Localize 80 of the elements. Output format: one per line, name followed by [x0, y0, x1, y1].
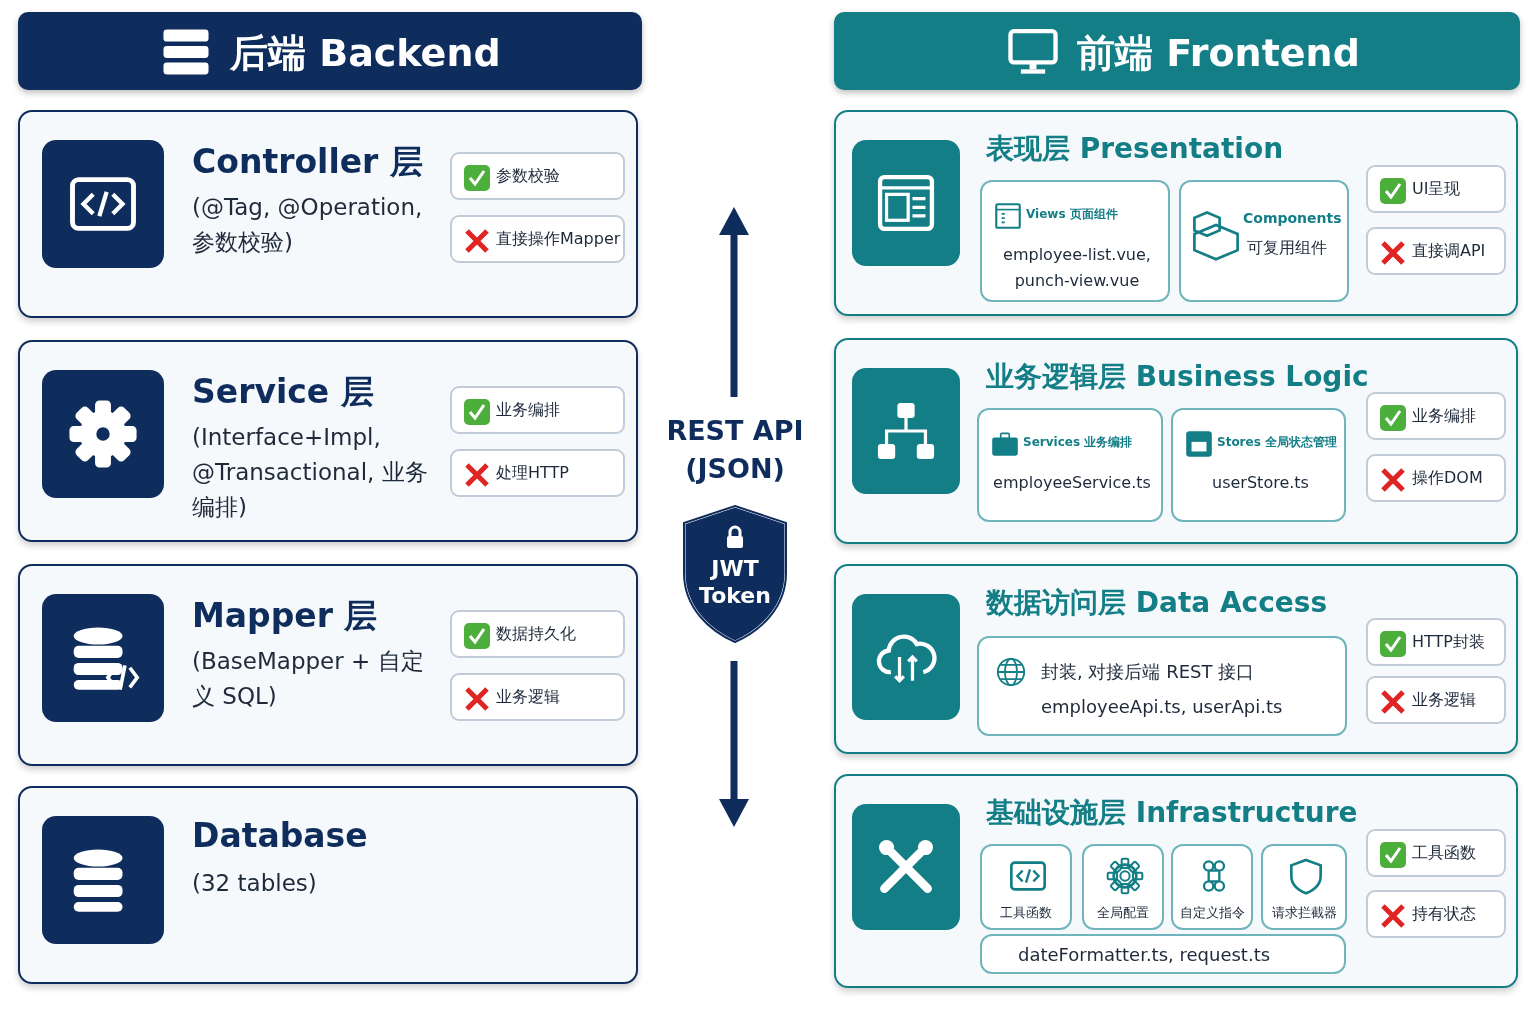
file-list-box [980, 934, 1346, 974]
layer-card [834, 110, 1518, 316]
forbidden-tag [1366, 890, 1506, 938]
module-tile [1171, 844, 1253, 930]
tag-text: 持有状态 [1412, 904, 1476, 925]
tag-text: 业务编排 [496, 400, 560, 421]
module-tile [1261, 844, 1347, 930]
tag-text: 业务逻辑 [496, 687, 560, 708]
tag-text: 直接操作Mapper [496, 229, 621, 250]
column-title: 前端 Frontend [1077, 30, 1360, 77]
tile-label: 工具函数 [999, 904, 1053, 922]
allowed-tag [1366, 618, 1506, 666]
module-card [977, 636, 1347, 736]
forbidden-tag [1366, 676, 1506, 724]
layer-card [834, 774, 1518, 988]
allowed-tag [450, 152, 625, 200]
module-title: Services 业务编排 [1023, 434, 1133, 451]
allowed-tag [1366, 392, 1506, 440]
file-names: employeeService.ts [992, 472, 1152, 494]
column-header [834, 12, 1520, 90]
layer-title: 业务逻辑层 Business Logic [986, 359, 1369, 395]
module-card [1171, 408, 1346, 522]
module-description: 可复用组件 [1247, 238, 1327, 259]
module-card [977, 408, 1163, 522]
layer-title: 数据访问层 Data Access [986, 585, 1328, 621]
jwt-shield [680, 503, 790, 645]
layer-card [834, 564, 1518, 754]
layer-title: 基础设施层 Infrastructure [986, 795, 1358, 831]
file-names: employee-list.vue, punch-view.vue [1002, 244, 1152, 292]
forbidden-tag [1366, 227, 1506, 275]
tag-text: 直接调API [1412, 241, 1486, 262]
module-card [1179, 180, 1349, 302]
layer-title: Service 层 [192, 371, 374, 413]
tile-label: 全局配置 [1096, 904, 1150, 922]
forbidden-tag [450, 673, 625, 721]
tile-label: 自定义指令 [1178, 904, 1246, 922]
allowed-tag [1366, 829, 1506, 877]
module-title: 封装, 对接后端 REST 接口 [1041, 660, 1255, 684]
file-names: userStore.ts [1211, 472, 1310, 494]
tile-label: 请求拦截器 [1270, 904, 1338, 922]
file-names: dateFormatter.ts, request.ts [1018, 944, 1271, 965]
tag-text: 工具函数 [1412, 843, 1476, 864]
layer-description: (BaseMapper + 自定义 SQL) [192, 647, 425, 711]
forbidden-tag [450, 215, 625, 263]
tag-text: 业务逻辑 [1412, 690, 1476, 711]
module-tile [1082, 844, 1164, 930]
layer-title: 表现层 Presentation [986, 131, 1284, 167]
layer-card [834, 338, 1518, 544]
tag-text: 参数校验 [496, 166, 560, 187]
allowed-tag [450, 386, 625, 434]
module-title: Components [1243, 210, 1342, 226]
allowed-tag [450, 610, 625, 658]
layer-description: (Interface+Impl, @Transactional, 业务编排) [192, 423, 429, 522]
column-header [18, 12, 642, 90]
file-names: employeeApi.ts, userApi.ts [1041, 696, 1283, 717]
module-title: Views 页面组件 [1026, 206, 1118, 223]
protocol-label: REST API (JSON) [665, 414, 805, 486]
layer-title: Database [192, 816, 368, 855]
tag-text: 数据持久化 [496, 624, 576, 645]
module-title: Stores 全局状态管理 [1217, 434, 1337, 451]
tag-text: 处理HTTP [496, 463, 569, 484]
layer-description: (@Tag, @Operation, 参数校验) [192, 193, 424, 257]
forbidden-tag [1366, 454, 1506, 502]
layer-description: (32 tables) [192, 869, 318, 898]
layer-title: Controller 层 [192, 141, 423, 183]
column-title: 后端 Backend [230, 30, 501, 77]
module-tile [980, 844, 1072, 930]
layer-card [18, 786, 638, 984]
shield-text: JWT Token [698, 555, 772, 609]
tag-text: HTTP封装 [1412, 632, 1485, 653]
tag-text: 业务编排 [1412, 406, 1476, 427]
tag-text: 操作DOM [1412, 468, 1483, 489]
layer-card [18, 564, 638, 766]
layer-card [18, 340, 638, 542]
allowed-tag [1366, 165, 1506, 213]
layer-card [18, 110, 638, 318]
forbidden-tag [450, 449, 625, 497]
tag-text: UI呈现 [1412, 179, 1461, 200]
layer-title: Mapper 层 [192, 595, 378, 637]
module-card [980, 180, 1170, 302]
